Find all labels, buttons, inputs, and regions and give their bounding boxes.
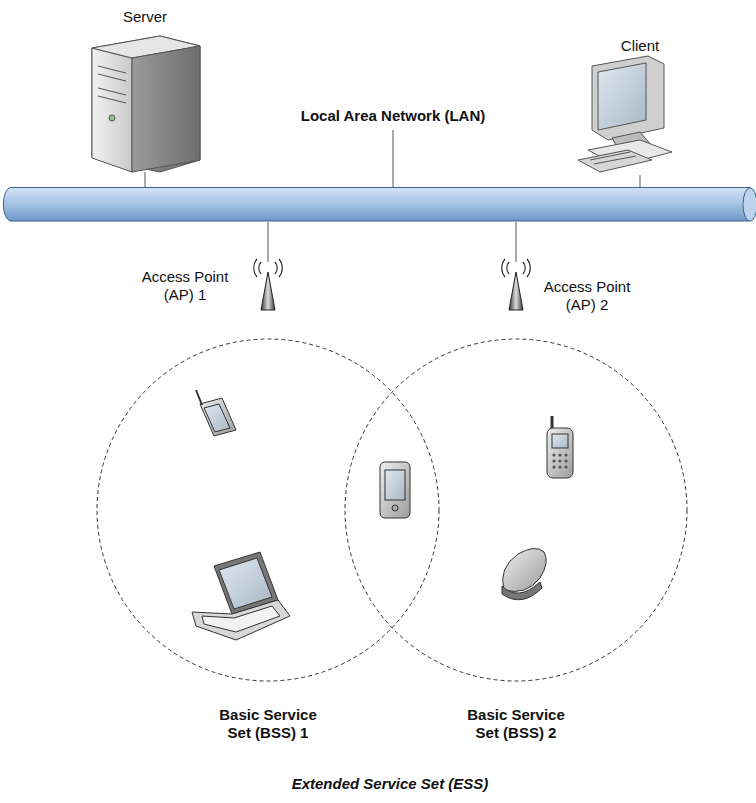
client-node: Client bbox=[580, 37, 700, 175]
diagram-caption: Extended Service Set (ESS) bbox=[240, 775, 540, 793]
bus-label: Local Area Network (LAN) bbox=[278, 107, 508, 125]
coverage-circle bbox=[344, 338, 688, 682]
server-icon bbox=[92, 36, 200, 172]
node-label: Access Point (AP) 1 bbox=[130, 268, 240, 304]
node-label: Client bbox=[580, 37, 700, 55]
service-set-circle: Basic Service Set (BSS) 1 bbox=[96, 338, 440, 682]
node-label: Server bbox=[85, 8, 205, 26]
network-link bbox=[268, 222, 269, 262]
network-link bbox=[516, 222, 517, 262]
network-link bbox=[640, 175, 641, 187]
bus-cylinder bbox=[0, 187, 756, 222]
wireless-devices bbox=[192, 390, 573, 640]
access-point-node: Access Point (AP) 1 bbox=[258, 262, 278, 312]
set-label: Basic Service Set (BSS) 1 bbox=[208, 706, 328, 742]
network-link bbox=[145, 172, 146, 187]
access-point-node: Access Point (AP) 2 bbox=[506, 262, 526, 312]
node-label: Access Point (AP) 2 bbox=[532, 278, 642, 314]
client-icon bbox=[578, 56, 672, 172]
set-label: Basic Service Set (BSS) 2 bbox=[456, 706, 576, 742]
server-node: Server bbox=[85, 8, 205, 172]
coverage-circle bbox=[96, 338, 440, 682]
access-point-antenna bbox=[254, 259, 531, 310]
lan-bus: Local Area Network (LAN) bbox=[0, 187, 756, 222]
leader-line bbox=[393, 130, 394, 187]
service-set-circle: Basic Service Set (BSS) 2 bbox=[344, 338, 688, 682]
